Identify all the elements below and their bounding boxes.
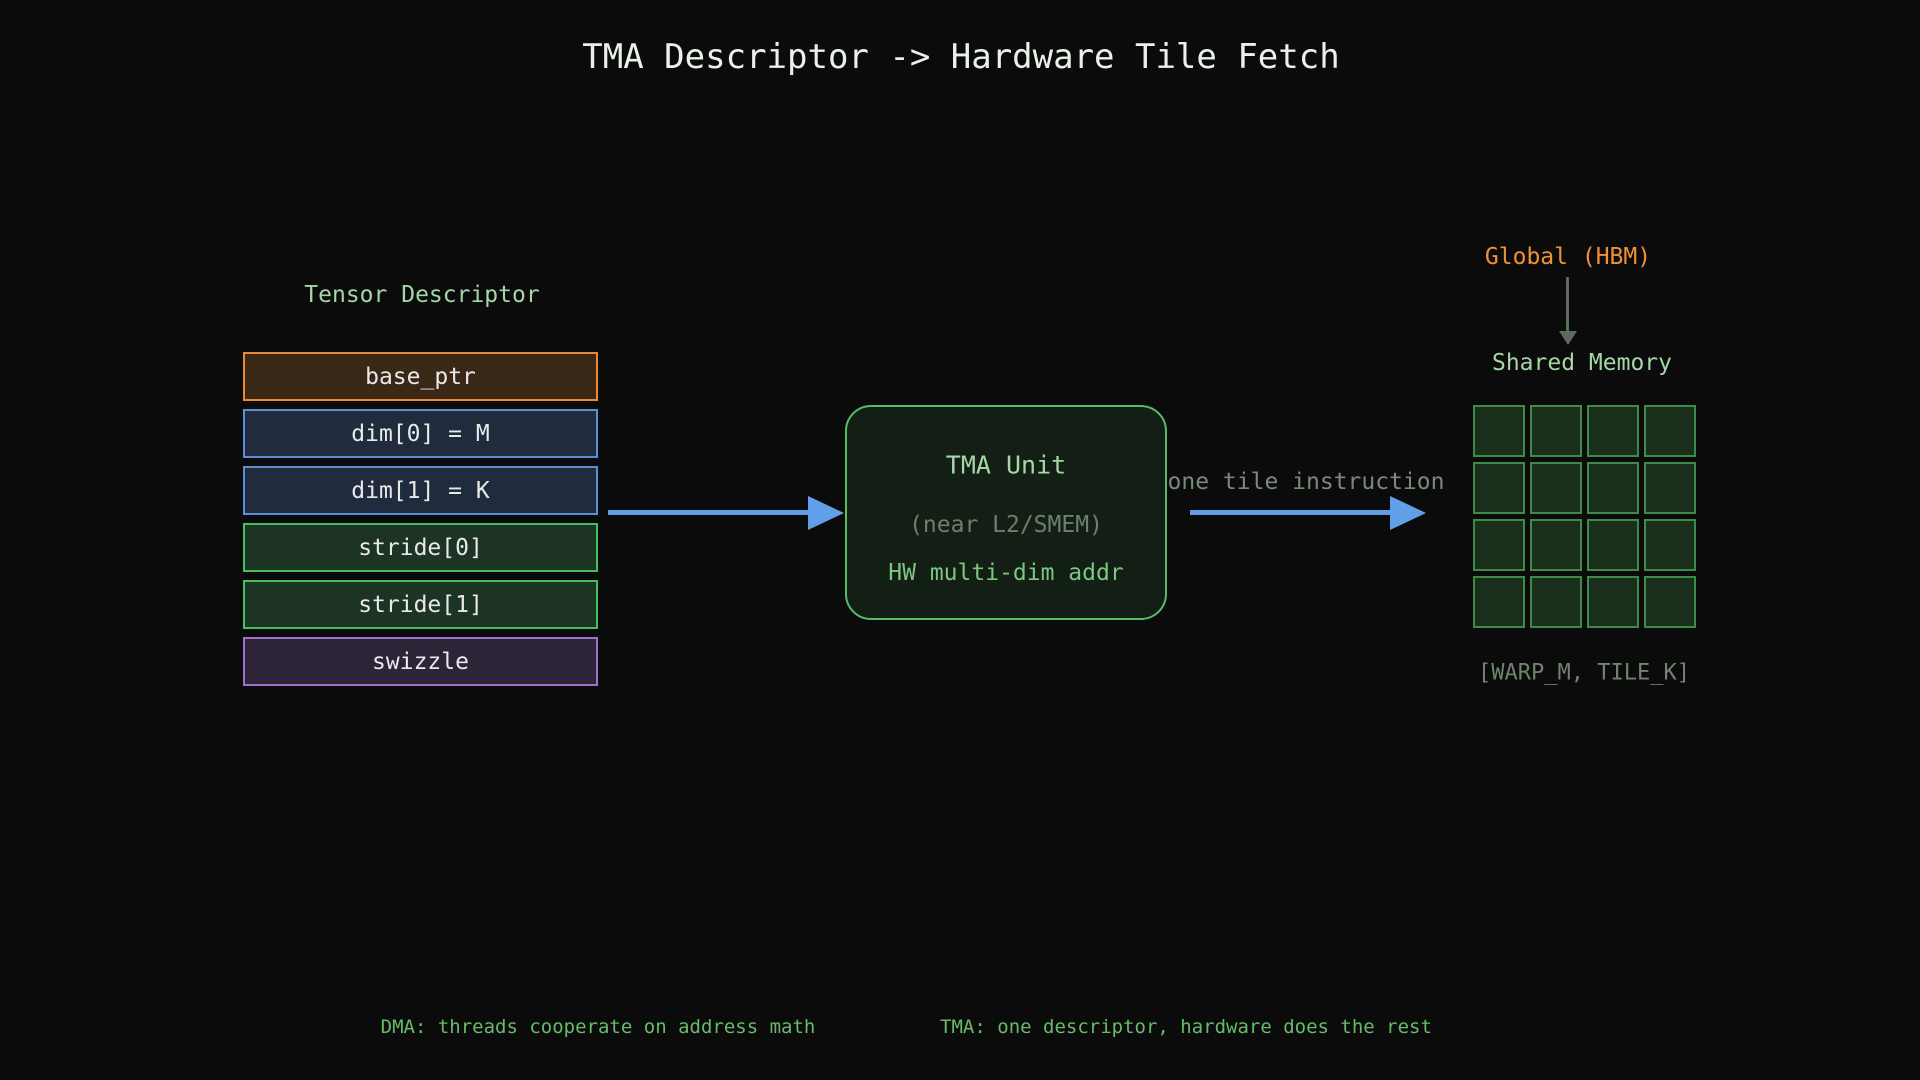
tma-note: TMA: one descriptor, hardware does the r…	[940, 1016, 1432, 1038]
descriptor-field-stride1: stride[1]	[243, 580, 598, 629]
dma-note: DMA: threads cooperate on address math	[380, 1016, 816, 1038]
descriptor-field-swizzle: swizzle	[243, 637, 598, 686]
tma-unit-title: TMA Unit	[945, 450, 1067, 480]
tile-cell	[1587, 519, 1639, 571]
descriptor-field-dim0: dim[0] = M	[243, 409, 598, 458]
tile-cell	[1644, 519, 1696, 571]
arrow-tma-to-smem-shaft	[1190, 510, 1392, 515]
descriptor-field-stride0: stride[0]	[243, 523, 598, 572]
descriptor-field-dim1: dim[1] = K	[243, 466, 598, 515]
tile-cell	[1530, 576, 1582, 628]
tile-cell	[1473, 405, 1525, 457]
descriptor-field-label: dim[1] = K	[351, 477, 490, 504]
tile-cell	[1644, 405, 1696, 457]
arrow-global-to-shared-head-icon	[1559, 331, 1577, 345]
tile-cell	[1473, 576, 1525, 628]
descriptor-field-base-ptr: base_ptr	[243, 352, 598, 401]
descriptor-field-label: stride[0]	[358, 534, 483, 561]
tile-cell	[1587, 576, 1639, 628]
shared-memory-label: Shared Memory	[1491, 350, 1673, 376]
tile-cell	[1530, 462, 1582, 514]
descriptor-field-label: dim[0] = M	[351, 420, 490, 447]
descriptor-field-label: base_ptr	[365, 363, 476, 390]
tile-cell	[1530, 405, 1582, 457]
descriptor-field-label: swizzle	[372, 648, 469, 675]
arrow-descriptor-to-tma-shaft	[608, 510, 810, 515]
tile-cell	[1644, 462, 1696, 514]
tile-cell	[1644, 576, 1696, 628]
tile-cell	[1473, 462, 1525, 514]
tma-unit-note: HW multi-dim addr	[888, 560, 1124, 586]
tile-cell	[1587, 405, 1639, 457]
tile-grid-caption: [WARP_M, TILE_K]	[1478, 660, 1690, 686]
one-tile-instruction-label: one tile instruction	[1167, 469, 1445, 495]
tile-cell	[1473, 519, 1525, 571]
tensor-descriptor-label: Tensor Descriptor	[304, 282, 540, 308]
tma-unit-subtitle: (near L2/SMEM)	[909, 512, 1103, 538]
arrow-global-to-shared-shaft	[1566, 277, 1569, 331]
tile-cell	[1587, 462, 1639, 514]
tma-unit-box	[845, 405, 1167, 620]
descriptor-field-label: stride[1]	[358, 591, 483, 618]
arrow-tma-to-smem-head-icon	[1390, 496, 1426, 530]
global-hbm-label: Global (HBM)	[1484, 244, 1652, 270]
arrow-descriptor-to-tma-head-icon	[808, 496, 844, 530]
page-title: TMA Descriptor -> Hardware Tile Fetch	[582, 37, 1340, 77]
smem-tile-grid	[1473, 405, 1696, 628]
tile-cell	[1530, 519, 1582, 571]
